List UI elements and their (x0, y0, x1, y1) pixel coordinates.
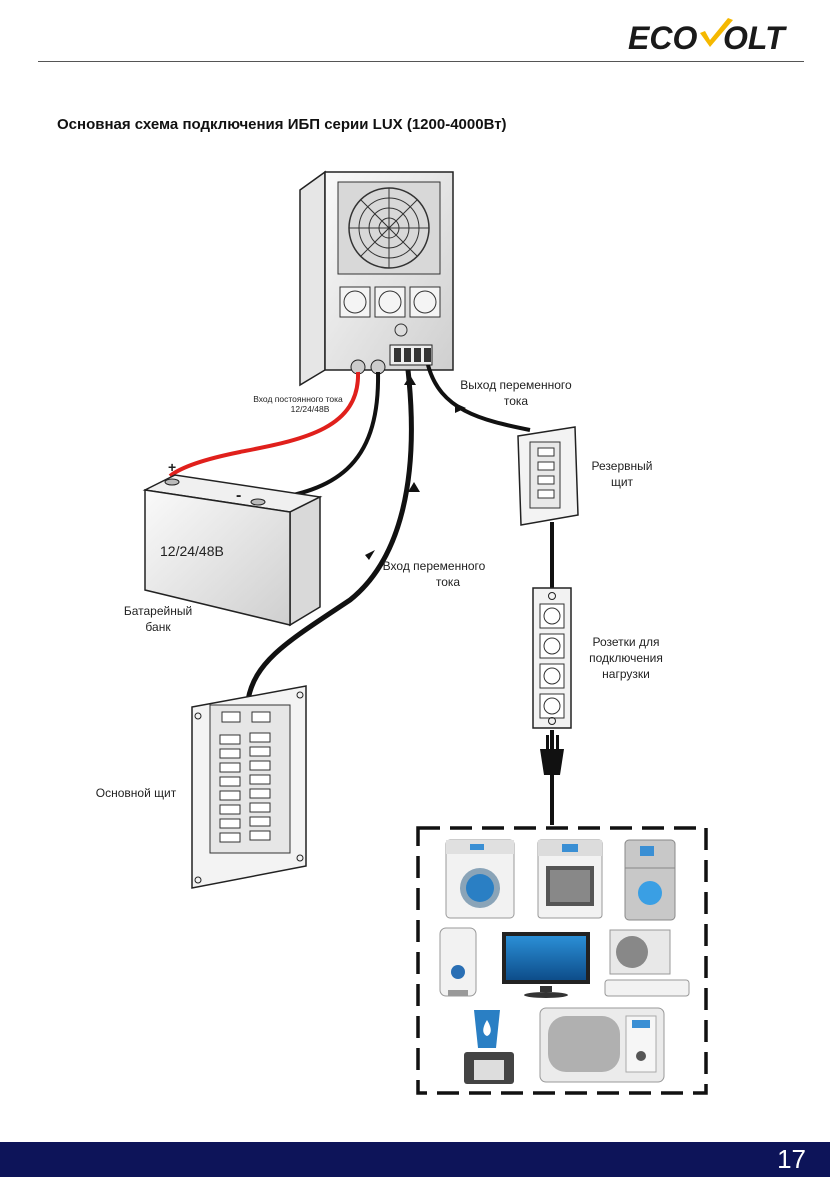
refrigerator-icon (624, 839, 676, 921)
ac-output-label-line2: тока (504, 394, 529, 408)
battery-bank: + - 12/24/48В (142, 459, 323, 627)
water-cooler-icon (464, 1010, 514, 1084)
loads-frame (416, 826, 708, 1095)
dc-positive-wire (168, 371, 361, 478)
main-panel-label: Основной щит (96, 786, 177, 800)
ac-input-wire (245, 369, 414, 701)
page-title: Основная схема подключения ИБП серии LUX… (57, 116, 507, 133)
washing-machine-icon (445, 839, 515, 919)
outlets-label-line2: подключения (589, 651, 663, 665)
water-heater-icon (439, 927, 477, 997)
dc-input-label-line2: 12/24/48В (291, 404, 330, 414)
backup-panel-label-line2: щит (611, 475, 634, 489)
ac-input-label-line2: тока (436, 575, 461, 589)
plug-icon (540, 735, 564, 775)
ac-output-wire (426, 364, 531, 432)
dc-input-label-line1: Вход постоянного тока (253, 394, 343, 404)
battery-plus-label: + (168, 459, 176, 475)
logo-text-left: ECO (628, 20, 697, 56)
dc-negative-wire (267, 371, 381, 502)
battery-voltage-label: 12/24/48В (160, 543, 224, 559)
battery-minus-label: - (236, 487, 241, 504)
air-conditioner-icon (604, 929, 690, 997)
breaker-icon (394, 323, 408, 337)
logo-check-icon (700, 18, 733, 47)
ups-output-sockets (339, 286, 441, 318)
battery-bank-label-line1: Батарейный (124, 604, 192, 618)
logo-text-right: OLT (723, 20, 787, 56)
outlets-label-line1: Розетки для (593, 635, 660, 649)
ecovolt-logo: ECO OLT (628, 18, 787, 56)
main-panel (191, 685, 307, 889)
fan-icon (337, 181, 441, 275)
outlets-label-line3: нагрузки (602, 667, 650, 681)
arrow-icons (308, 375, 466, 608)
microwave-icon (539, 1007, 665, 1083)
oven-icon (537, 839, 603, 919)
ac-input-label-line1: Вход переменного (383, 559, 486, 573)
battery-bank-label-line2: банк (145, 620, 171, 634)
backup-panel-label-line1: Резервный (592, 459, 653, 473)
tv-icon (502, 932, 590, 998)
footer-bar: 17 (0, 1142, 830, 1177)
header-divider (38, 61, 804, 62)
connection-diagram: Вход постоянного тока 12/24/48В + - 12/2… (96, 170, 708, 1095)
backup-panel (517, 426, 579, 526)
power-strip (532, 587, 572, 729)
ups-unit (299, 170, 454, 387)
ac-output-label-line1: Выход переменного (460, 378, 572, 392)
page-number: 17 (777, 1144, 806, 1174)
